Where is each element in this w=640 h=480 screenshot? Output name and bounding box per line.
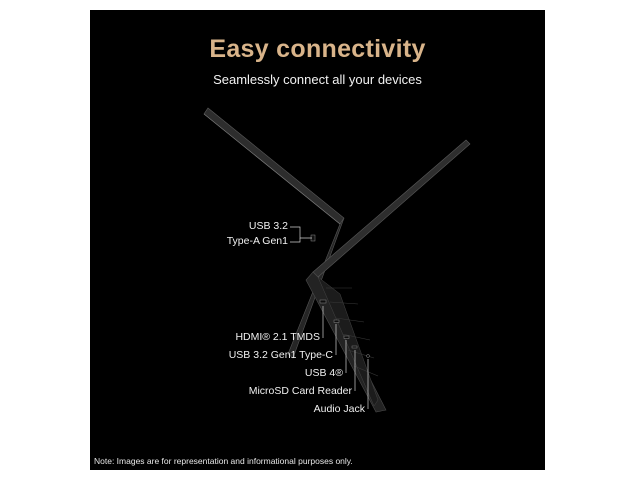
usb4-port-icon [343,335,350,339]
laptop-illustration [203,107,471,413]
callout-lines [290,226,369,409]
banner-subtitle: Seamlessly connect all your devices [213,72,422,87]
port-label-usb-a-line2: Type-A Gen1 [226,235,288,247]
port-label-usb4: USB 4® [304,367,343,379]
disclaimer-note: Note: Images are for representation and … [94,456,353,466]
banner-title: Easy connectivity [209,35,426,63]
port-label-usb-a-line1: USB 3.2 [248,220,288,232]
port-label-audio: Audio Jack [313,403,365,415]
port-label-usb-c: USB 3.2 Gen1 Type-C [228,349,333,361]
usb-c-port-icon [333,319,340,323]
product-banner: Easy connectivity Seamlessly connect all… [90,10,545,470]
sd-slot-icon [351,345,358,349]
port-label-hdmi: HDMI® 2.1 TMDS [235,331,320,343]
hdmi-port-icon [319,299,327,304]
audio-jack-icon [366,354,370,358]
port-label-microsd: MicroSD Card Reader [248,385,352,397]
